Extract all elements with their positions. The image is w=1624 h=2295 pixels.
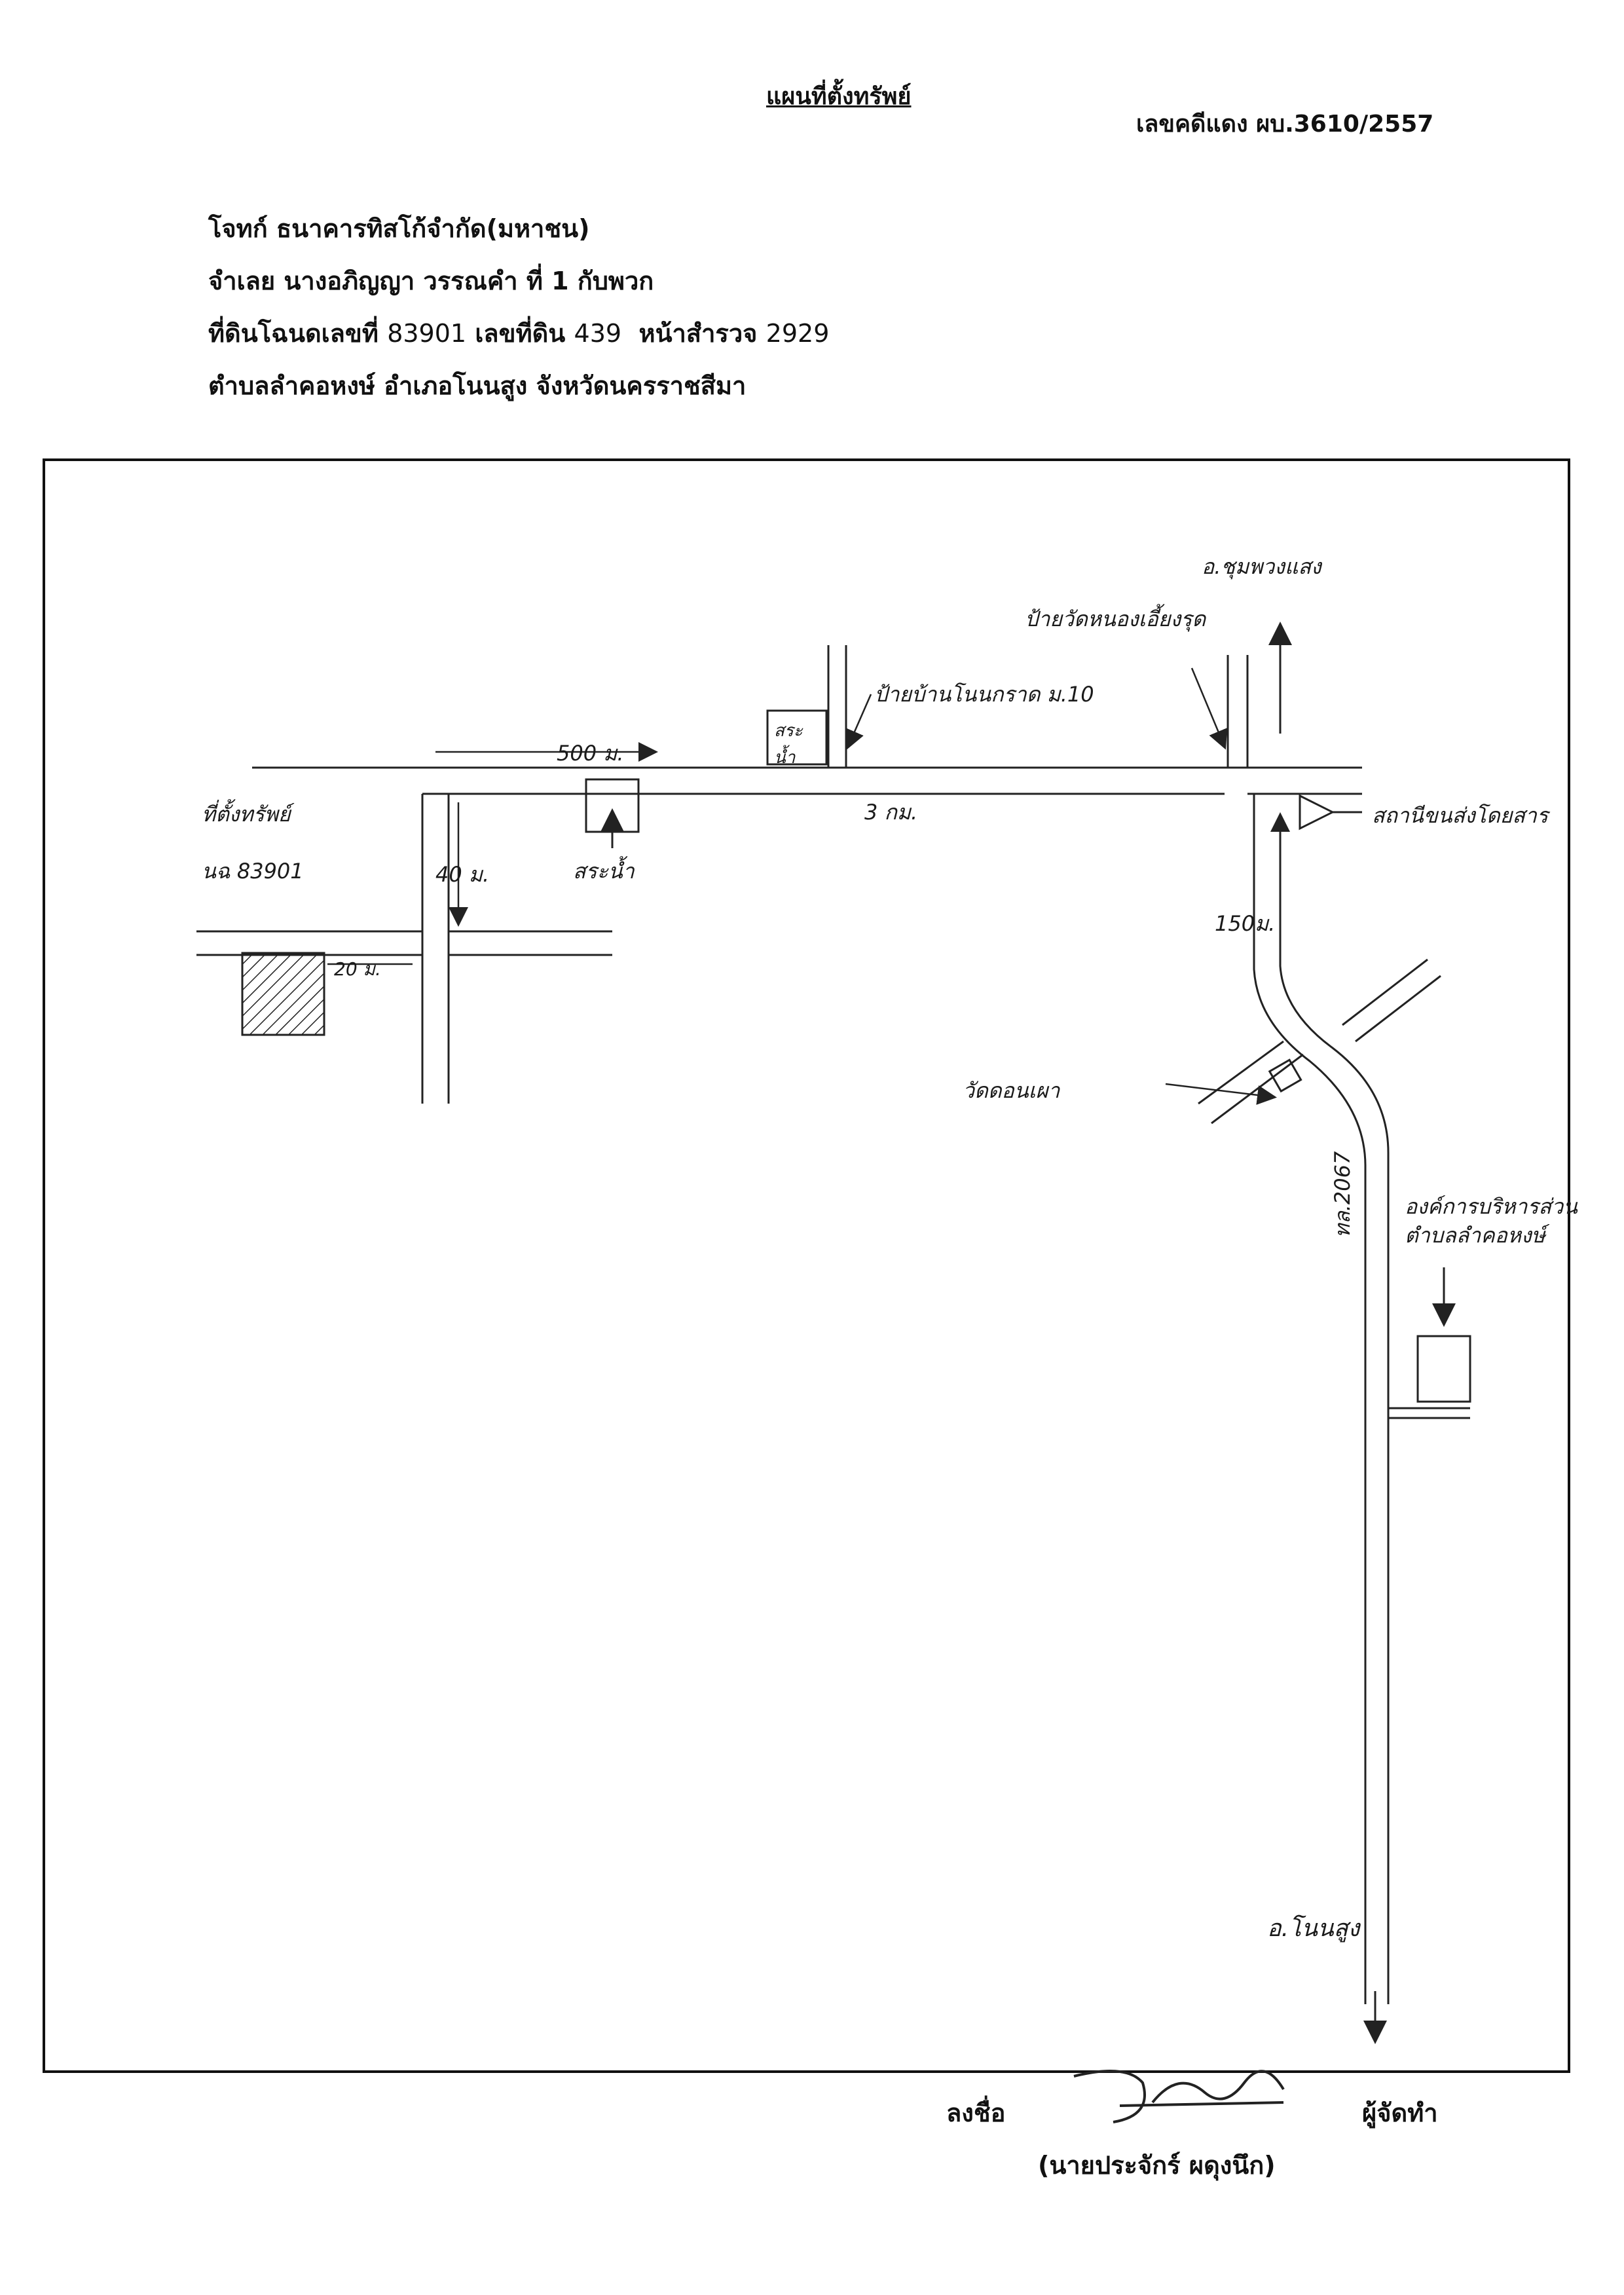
label-pond-top: สระ น้ำ [774, 721, 803, 768]
highway-2067 [1253, 794, 1390, 2004]
local-admin-building [1416, 1335, 1471, 1403]
survey-prefix: หน้าสำรวจ [638, 319, 758, 348]
label-pond-bottom: สระน้ำ [573, 859, 635, 884]
label-road-number: ทล.2067 [1330, 1151, 1355, 1238]
bus-terminal-symbol [1299, 794, 1335, 830]
label-deed: นฉ 83901 [202, 859, 304, 884]
label-bus-terminal: สถานีขนส่งโดยสาร [1372, 803, 1549, 828]
property-parcel [241, 952, 325, 1036]
preparer-role: ผู้จัดทำ [1362, 2099, 1438, 2127]
signature [1073, 2070, 1285, 2123]
label-temple-don-phao: วัดดอนเผา [963, 1078, 1060, 1103]
case-number: เลขคดีแดง ผบ.3610/2557 [1136, 111, 1434, 138]
label-distance-150: 150ม. [1215, 911, 1276, 936]
plaintiff-line: โจทก์ ธนาคารทิสโก้จำกัด(มหาชน) [208, 214, 590, 243]
label-distance-500: 500 ม. [557, 741, 624, 766]
survey-number: 2929 [766, 319, 830, 348]
label-north-destination: อ.ชุมพวงแสง [1202, 554, 1321, 579]
label-distance-3km: 3 กม. [864, 800, 918, 825]
defendant-line: จำเลย นางอภิญญา วรรณคำ ที่ 1 กับพวก [208, 267, 654, 295]
label-south-destination: อ.โนนสูง [1267, 1915, 1360, 1942]
label-distance-20: 20 ม. [334, 958, 381, 980]
preparer-name: (นายประจักร์ ผดุงนึก) [1038, 2151, 1276, 2180]
document-title: แผนที่ตั้งทรัพย์ [766, 83, 912, 110]
village-road [827, 645, 847, 768]
label-distance-40: 40 ม. [435, 862, 490, 887]
label-local-admin: องค์การบริหารส่วน ตำบลลำคอหงษ์ [1405, 1194, 1578, 1248]
parcel-number: 439 [574, 319, 622, 348]
dimension-markers [327, 742, 658, 965]
location-line: ตำบลลำคอหงษ์ อำเภอโนนสูง จังหวัดนครราชสี… [208, 371, 747, 400]
sign-label: ลงชื่อ [946, 2099, 1006, 2127]
pond-top [766, 709, 828, 766]
side-road [196, 794, 612, 1104]
label-property-location: ที่ตั้งทรัพย์ [202, 802, 291, 827]
north-road [1227, 655, 1362, 795]
map-frame [43, 458, 1570, 2073]
label-temple-sign: ป้ายวัดหนองเอี้ยงรุด [1025, 606, 1206, 631]
label-village-sign: ป้ายบ้านโนนกราด ม.10 [874, 682, 1094, 707]
parcel-prefix: เลขที่ดิน [475, 319, 566, 348]
deed-number: 83901 [387, 319, 467, 348]
crossroad [1198, 958, 1441, 1125]
land-prefix: ที่ดินโฉนดเลขที่ [208, 319, 378, 348]
main-road [252, 766, 1362, 795]
land-deed-line: ที่ดินโฉนดเลขที่ 83901 เลขที่ดิน 439 หน้… [208, 313, 829, 353]
